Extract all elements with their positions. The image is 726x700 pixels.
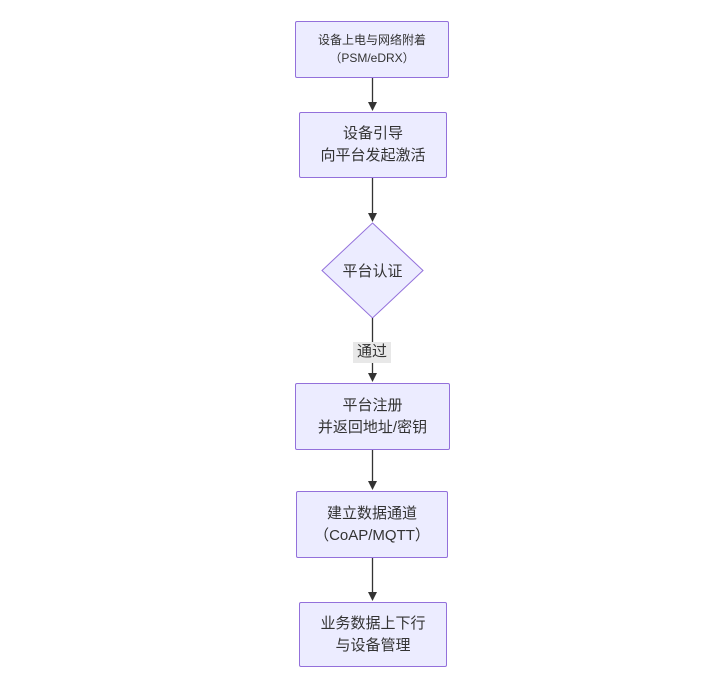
node-platform-register: 平台注册 并返回地址/密钥	[295, 383, 450, 450]
node-platform-register-line2: 并返回地址/密钥	[317, 418, 428, 436]
node-power-attach-line1: 设备上电与网络附着	[317, 33, 426, 48]
arrowhead-icon	[368, 373, 377, 382]
node-bootstrap-line2: 向平台发起激活	[320, 147, 426, 164]
arrowhead-icon	[368, 481, 377, 490]
arrowhead-icon	[368, 213, 377, 222]
node-power-attach-line2: （PSM/eDRX）	[329, 50, 415, 65]
node-bootstrap-line1: 设备引导	[342, 125, 403, 143]
node-data-channel-line1: 建立数据通道	[326, 504, 417, 522]
node-power-attach: 设备上电与网络附着 （PSM/eDRX）	[295, 21, 449, 78]
arrowhead-icon	[368, 592, 377, 601]
node-business-data-line1: 业务数据上下行	[320, 614, 426, 632]
arrowhead-icon	[368, 102, 377, 111]
node-platform-register-line1: 平台注册	[342, 396, 403, 414]
node-business-data-line2: 与设备管理	[335, 636, 411, 654]
node-data-channel: 建立数据通道 （CoAP/MQTT）	[296, 491, 448, 558]
node-bootstrap: 设备引导 向平台发起激活	[299, 112, 447, 178]
node-platform-auth-label: 平台认证	[342, 263, 403, 280]
edge-label-pass: 通过	[353, 342, 392, 363]
node-data-channel-line2: （CoAP/MQTT）	[314, 526, 430, 544]
node-business-data: 业务数据上下行 与设备管理	[299, 602, 447, 667]
